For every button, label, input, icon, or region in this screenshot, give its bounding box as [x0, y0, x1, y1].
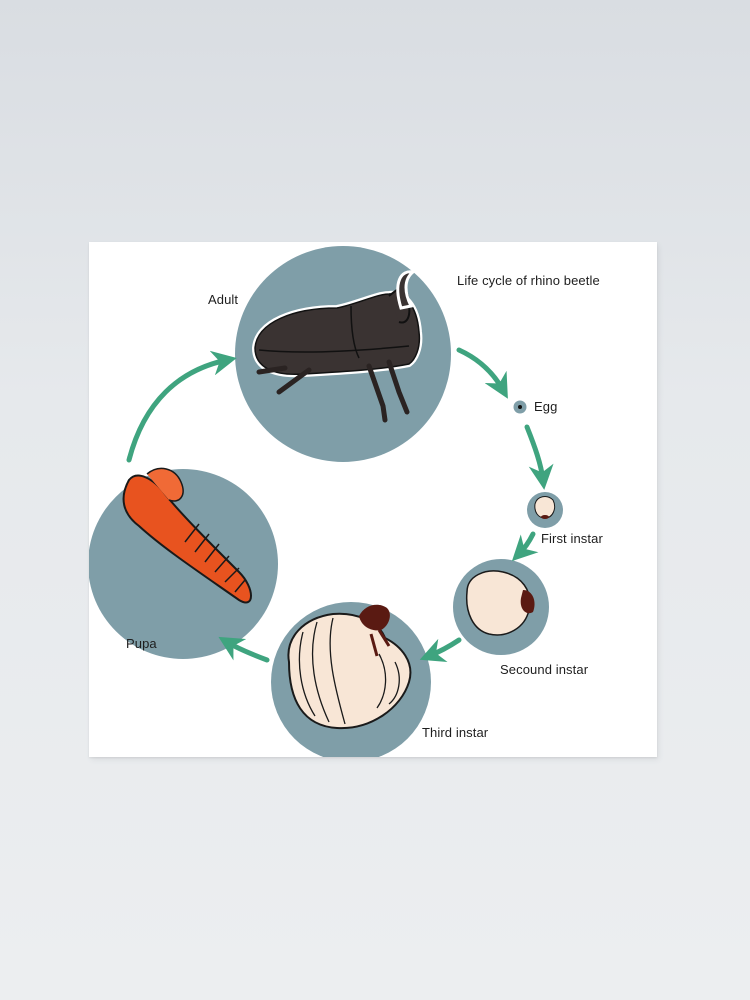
stage-label-pupa: Pupa [126, 636, 157, 651]
diagram-title: Life cycle of rhino beetle [457, 273, 600, 288]
pupa-illustration [122, 467, 252, 604]
stage-label-egg: Egg [534, 399, 558, 414]
stage-label-adult: Adult [208, 292, 239, 307]
poster: Life cycle of rhino beetle Adult Egg Fir… [89, 242, 657, 757]
arrow-adult-to-egg [456, 347, 508, 399]
arrow-first-to-second [511, 531, 539, 562]
third-instar-larva-illustration [287, 604, 412, 730]
second-instar-larva-illustration [465, 570, 535, 636]
arrow-third-to-pupa [218, 636, 270, 663]
first-instar-larva-illustration [534, 496, 556, 519]
stage-label-third-instar: Third instar [422, 725, 489, 740]
cycle-arrows [126, 347, 554, 663]
egg-dot [518, 405, 522, 409]
arrow-second-to-third [419, 637, 462, 663]
arrow-egg-to-first [524, 424, 554, 490]
pupa-circle [89, 469, 278, 659]
life-cycle-diagram [89, 246, 563, 757]
stage-label-second-instar: Secound instar [500, 662, 589, 677]
adult-beetle-illustration [252, 270, 423, 423]
arrow-pupa-to-adult [126, 350, 237, 463]
stage-label-first-instar: First instar [541, 531, 603, 546]
